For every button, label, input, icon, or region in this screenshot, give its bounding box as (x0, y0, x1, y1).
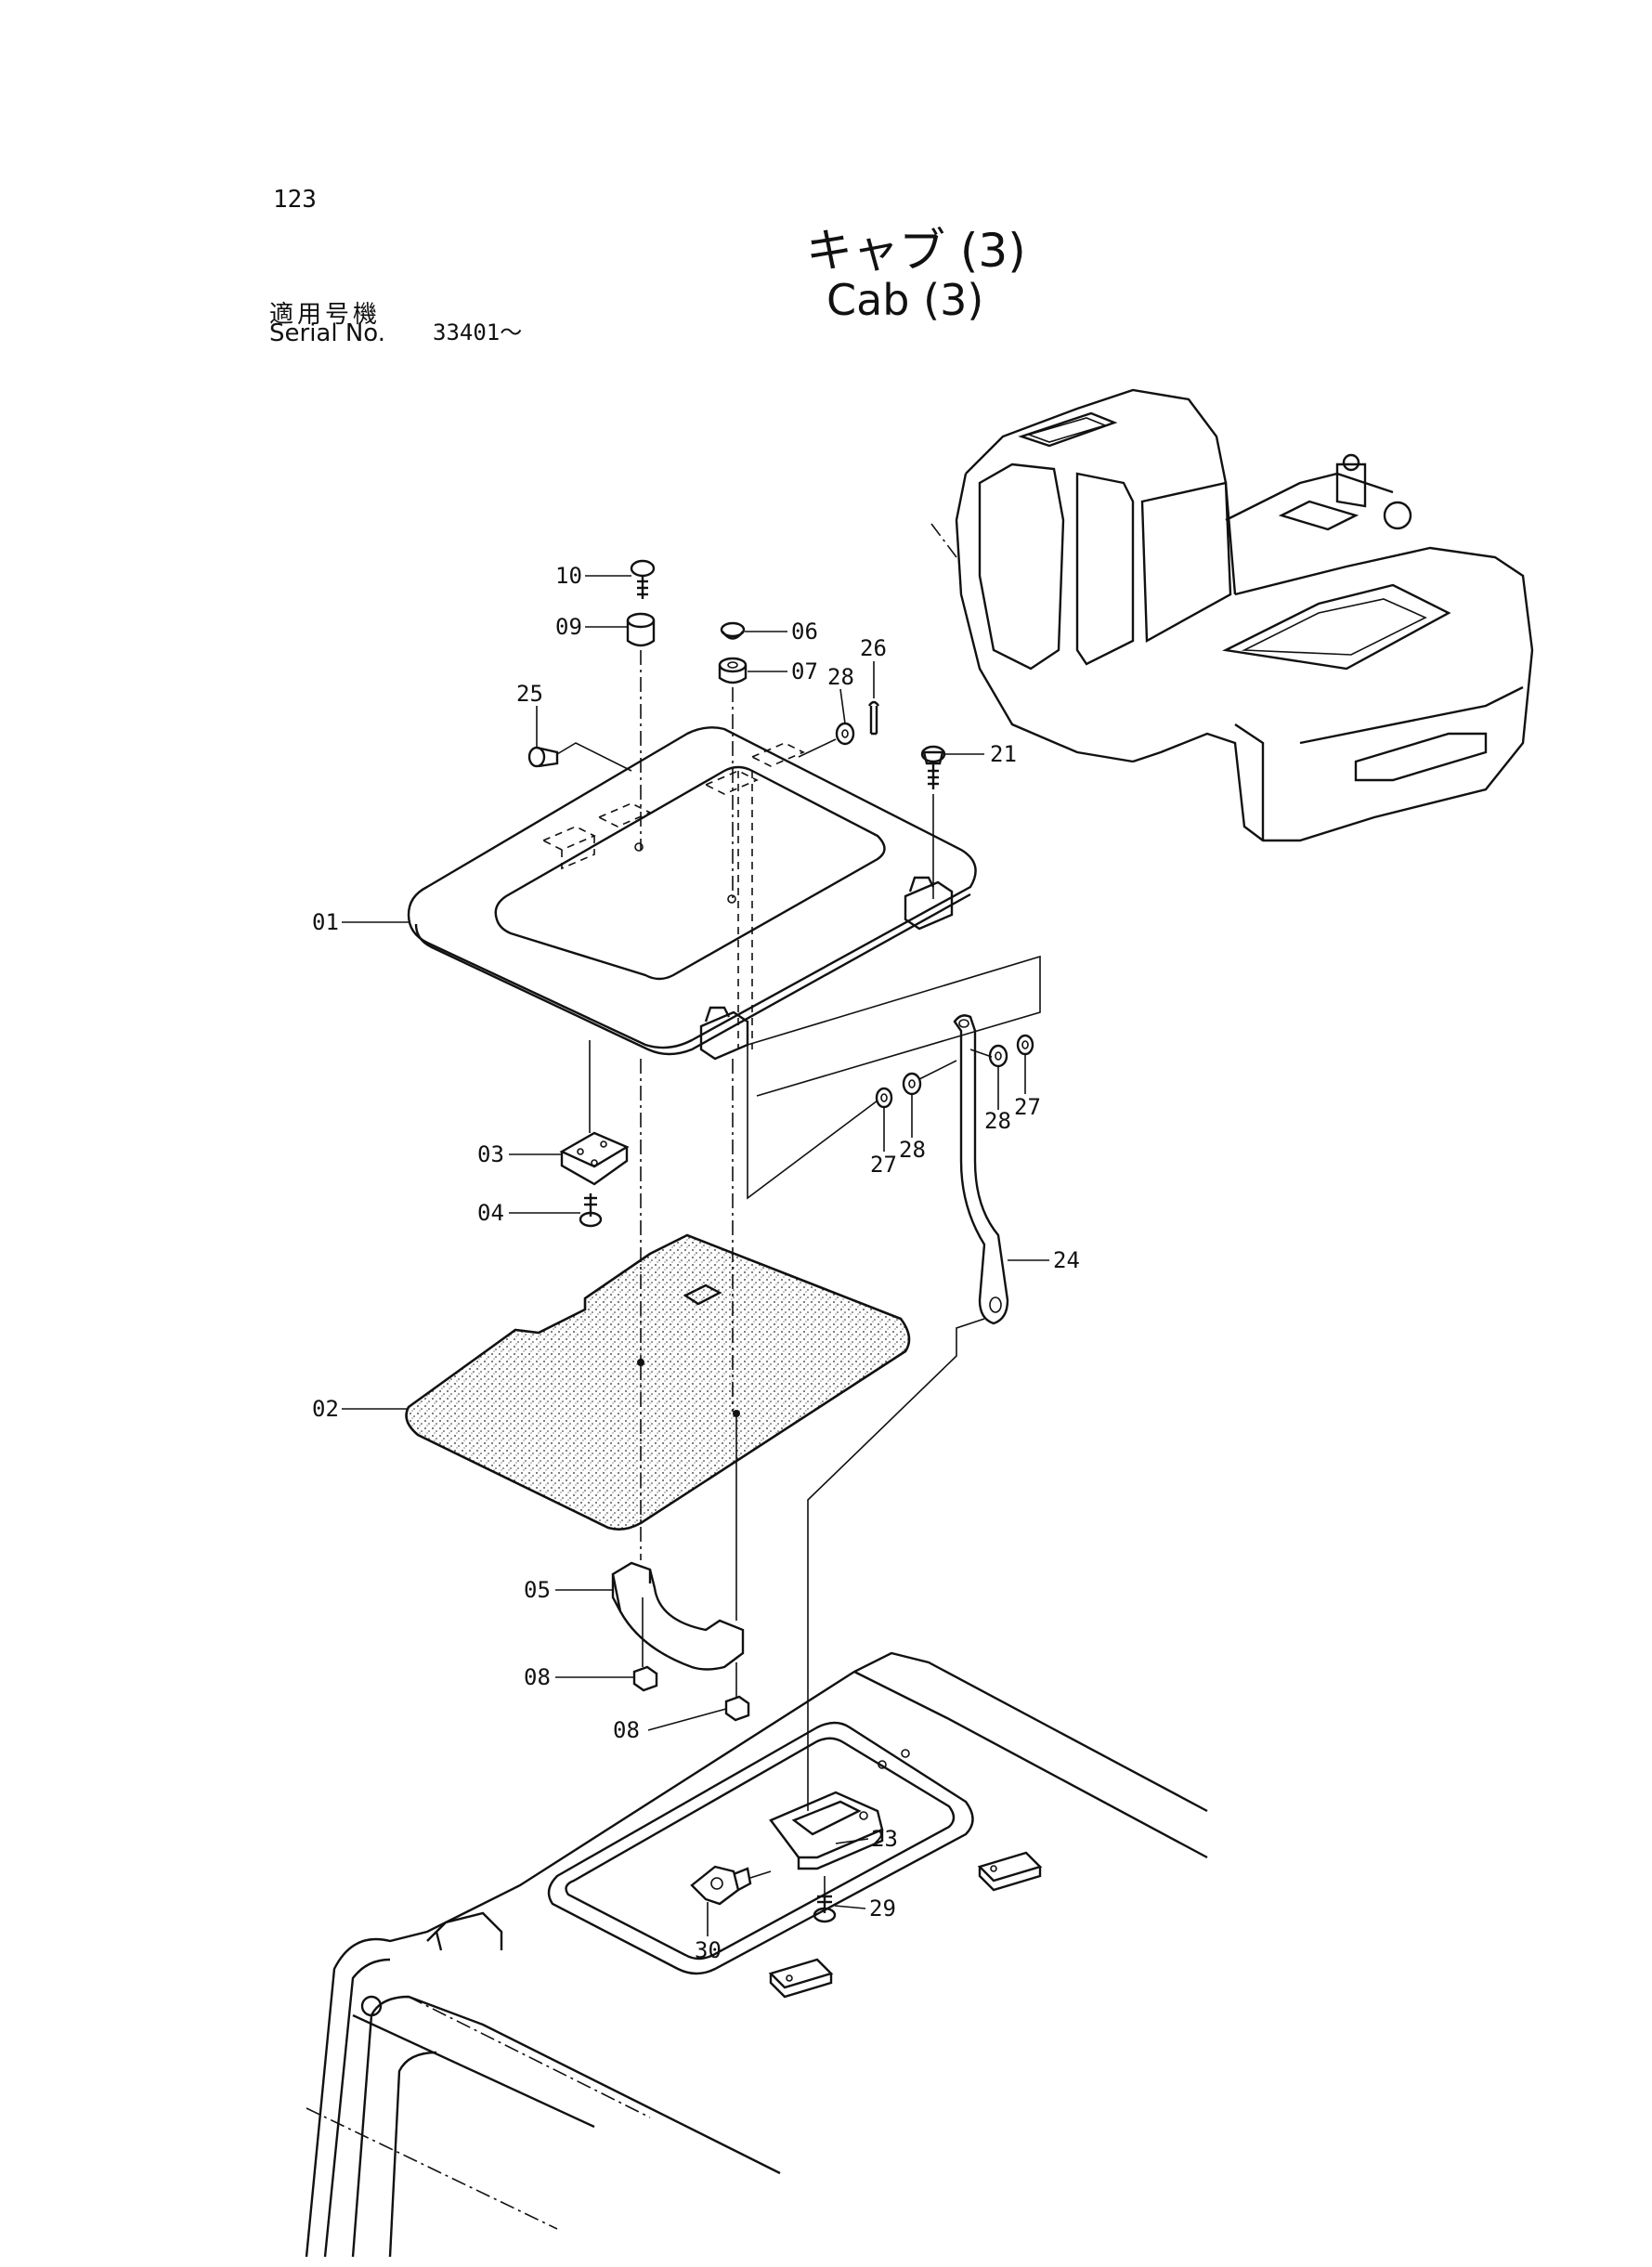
part-30-knob (690, 1865, 752, 1906)
part-03-plate (559, 1131, 630, 1186)
callout-leaders (342, 575, 1049, 1936)
page-title-english: Cab (3) (826, 275, 984, 325)
part-27-washer-right (1016, 1034, 1034, 1056)
label-part-08-left: 08 (524, 1664, 551, 1690)
label-part-02: 02 (312, 1396, 339, 1422)
part-27-washer-left (875, 1087, 893, 1109)
label-part-10: 10 (555, 563, 582, 589)
label-part-27-left: 27 (870, 1152, 897, 1178)
part-08-nut-right (724, 1695, 750, 1722)
serial-label-english: Serial No. (269, 319, 385, 347)
part-21-bolt (920, 745, 946, 789)
part-25-pin (527, 746, 559, 768)
label-part-04: 04 (477, 1200, 504, 1226)
part-07-grommet (718, 657, 748, 684)
serial-number-range: 33401～ (433, 319, 523, 345)
part-28-washer-top (835, 722, 855, 746)
label-part-24: 24 (1053, 1247, 1080, 1273)
part-10-screw (630, 559, 656, 599)
label-part-06: 06 (791, 619, 818, 645)
label-part-28-top: 28 (827, 664, 854, 690)
label-part-28-right: 28 (984, 1108, 1011, 1134)
label-part-21: 21 (990, 741, 1017, 767)
page-title-japanese: キャブ (3) (806, 224, 1026, 278)
part-labels: 10 09 06 07 25 28 26 21 01 28 27 03 27 2… (312, 563, 1080, 1963)
page-number: 123 (273, 186, 317, 214)
label-part-25: 25 (516, 681, 543, 707)
label-part-23: 23 (871, 1826, 898, 1852)
part-02-floor-mat (405, 1233, 911, 1531)
label-part-07: 07 (791, 658, 818, 684)
label-part-08-right: 08 (613, 1717, 640, 1743)
assembly-lines (556, 650, 1041, 1895)
label-part-27-right: 27 (1014, 1094, 1041, 1120)
part-28-washer-right (988, 1044, 1008, 1068)
label-part-03: 03 (477, 1141, 504, 1167)
label-part-01: 01 (312, 909, 339, 935)
label-part-09: 09 (555, 614, 582, 640)
label-part-28-left: 28 (899, 1137, 926, 1163)
part-26-clip (867, 700, 880, 736)
excavator-overview-drawing (928, 388, 1534, 842)
part-05-grab-handle (611, 1561, 745, 1671)
part-04-bolt (579, 1193, 603, 1228)
part-01-roof-hatch (407, 726, 977, 1061)
label-part-29: 29 (869, 1896, 896, 1922)
part-08-nut-left (632, 1665, 658, 1692)
part-29-bolt (813, 1895, 837, 1923)
part-23-latch-bracket (769, 1791, 884, 1870)
cab-floor-frame-drawing (305, 1651, 1208, 2258)
floor-hatch-frame (547, 1721, 1043, 1999)
part-24-stay-arm (953, 1014, 1009, 1325)
label-part-05: 05 (524, 1577, 551, 1603)
part-28-washer-left (902, 1072, 922, 1096)
part-06-cap (720, 621, 746, 640)
part-09-spacer (626, 612, 656, 647)
label-part-30: 30 (695, 1937, 722, 1963)
label-part-26: 26 (860, 635, 887, 661)
serial-label-japanese: 適用号機 (269, 301, 382, 329)
